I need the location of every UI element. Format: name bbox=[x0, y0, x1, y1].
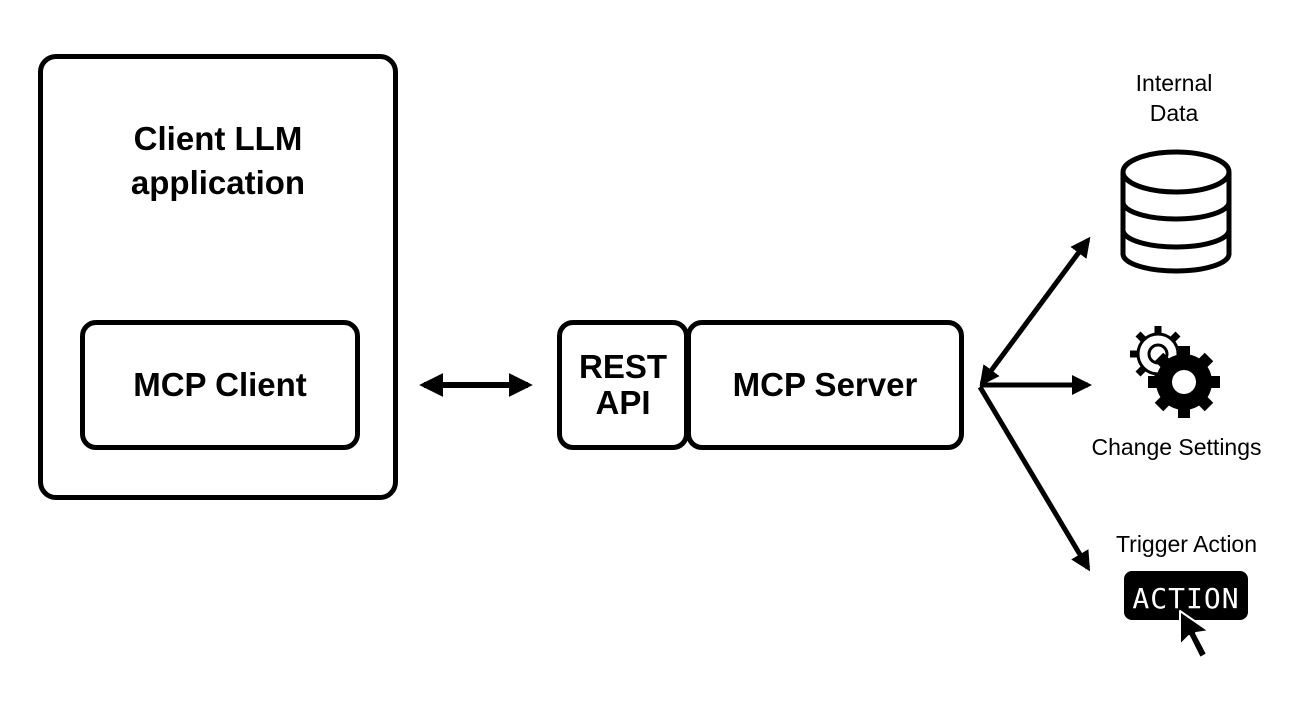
internal-data-label: Internal Data bbox=[1135, 70, 1213, 126]
arrow-to-trigger-action bbox=[977, 385, 1091, 572]
arrow-to-internal-data bbox=[979, 236, 1091, 387]
change-settings-label: Change Settings bbox=[1091, 434, 1262, 460]
mcp-server-label: MCP Server bbox=[732, 366, 918, 403]
client-llm-application-title: Client LLM application bbox=[130, 120, 306, 201]
gears-icon bbox=[1130, 326, 1220, 418]
action-button-icon: ACTION bbox=[1124, 571, 1248, 659]
action-button-text: ACTION bbox=[1132, 582, 1239, 615]
mcp-client-label: MCP Client bbox=[133, 366, 307, 403]
cursor-icon bbox=[1179, 610, 1210, 659]
mcp-server-box: MCP Server bbox=[686, 320, 964, 450]
rest-api-label: REST API bbox=[578, 348, 667, 421]
rest-api-box: REST API bbox=[557, 320, 689, 450]
database-icon bbox=[1120, 149, 1232, 274]
trigger-action-label: Trigger Action bbox=[1115, 531, 1258, 557]
mcp-client-box: MCP Client bbox=[80, 320, 360, 450]
